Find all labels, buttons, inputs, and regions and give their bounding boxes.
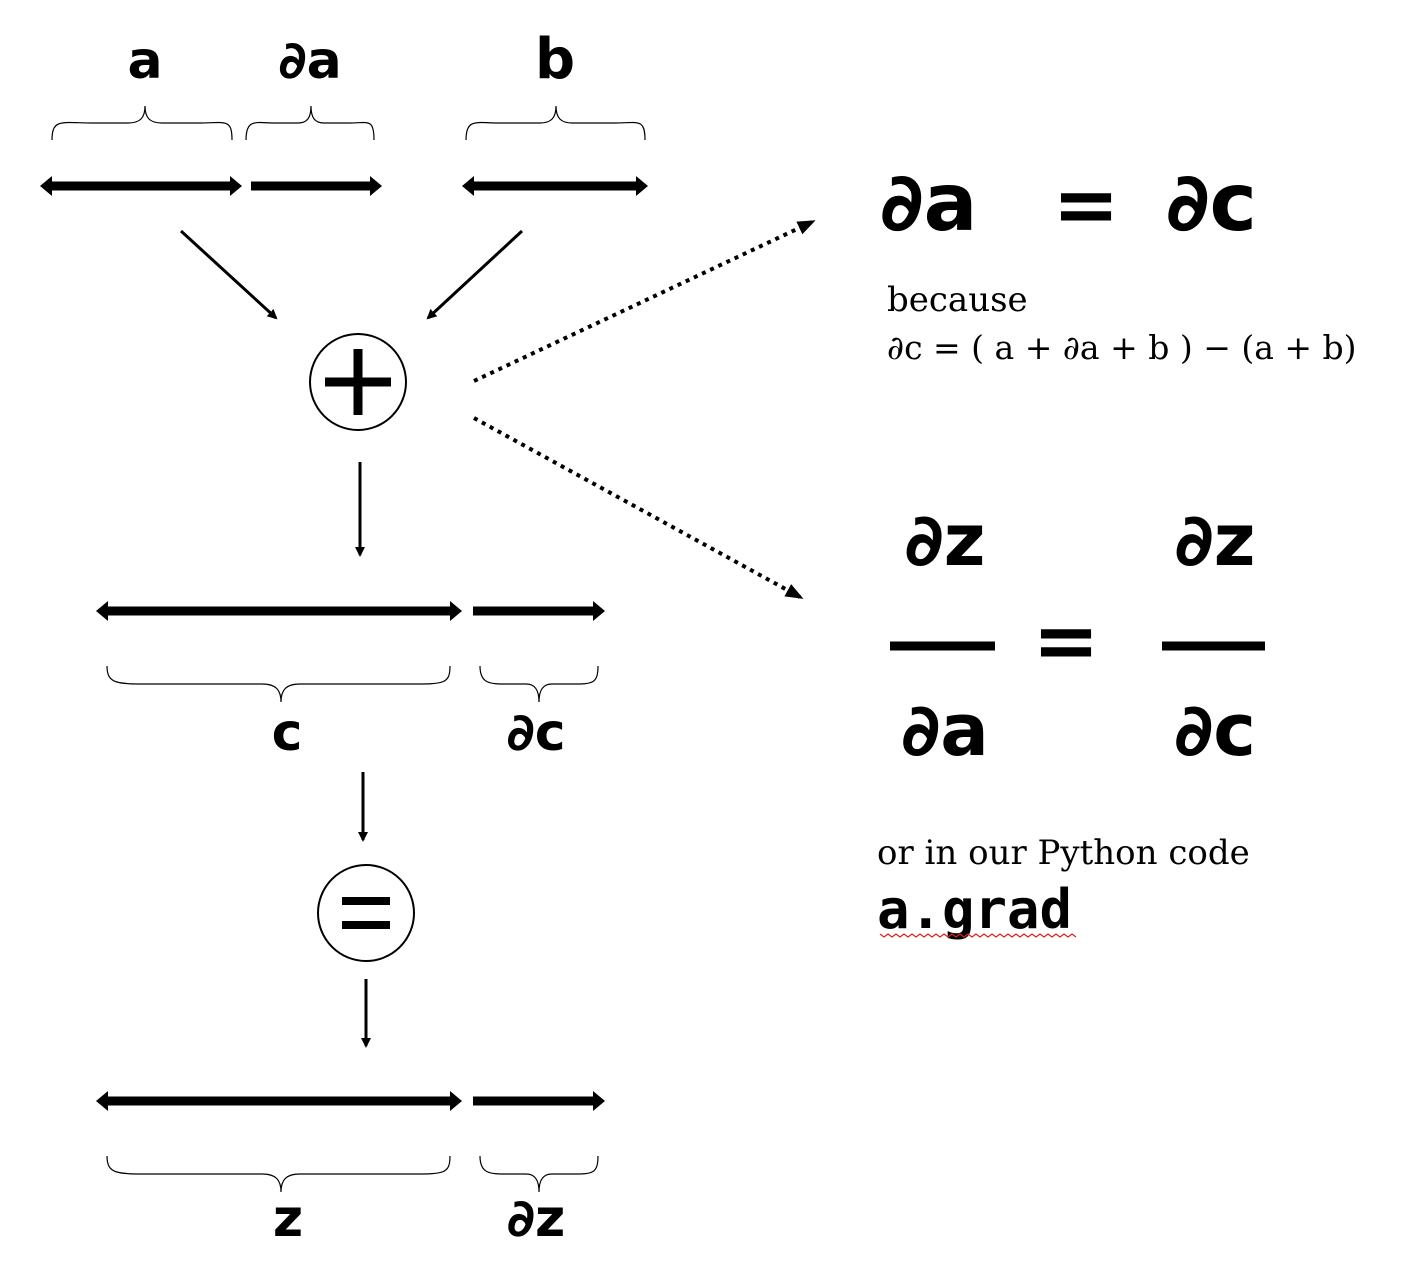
bar-dz [473,1091,605,1111]
label-dc: ∂c [506,703,565,763]
bar-dc [473,601,605,621]
dotted-arrow-lower [473,416,804,599]
label-a: a [127,31,162,91]
python-caption: or in our Python code [877,833,1250,873]
bar-da [251,176,382,196]
arrow-a-to-plus [179,229,278,320]
eq2-rhs-numerator: ∂z [1174,498,1255,582]
brace-a [51,105,233,141]
brace-dz [479,1155,599,1193]
brace-z [106,1155,451,1193]
because-word: because [887,280,1028,320]
equals-node [317,864,415,962]
brace-dc [479,665,599,703]
spellcheck-underline [879,933,1077,938]
bar-z [96,1091,462,1111]
label-da: ∂a [278,31,341,91]
label-b: b [535,27,575,92]
label-z: z [273,1189,303,1249]
eq2-rhs-denominator: ∂c [1174,688,1256,772]
eq1-lhs: ∂a [880,156,978,249]
brace-b [465,105,646,141]
eq2-lhs-denominator: ∂a [901,688,989,772]
arrow-b-to-plus [426,229,524,320]
eq1-rhs: ∂c [1166,156,1257,249]
plus-node [309,333,407,431]
brace-c [106,665,451,703]
bar-c [96,601,462,621]
because-formula: ∂c = ( a + ∂a + b ) − (a + b) [887,328,1357,367]
label-c: c [272,703,303,763]
brace-da [245,105,375,141]
label-dz: ∂z [507,1189,566,1249]
eq1-equals: = [1052,158,1119,251]
dotted-arrow-upper [473,220,816,383]
bar-a [40,176,242,196]
bar-b [462,176,648,196]
eq2-lhs-numerator: ∂z [904,498,985,582]
eq2-equals: = [1032,594,1099,687]
python-code: a.grad [877,878,1072,941]
